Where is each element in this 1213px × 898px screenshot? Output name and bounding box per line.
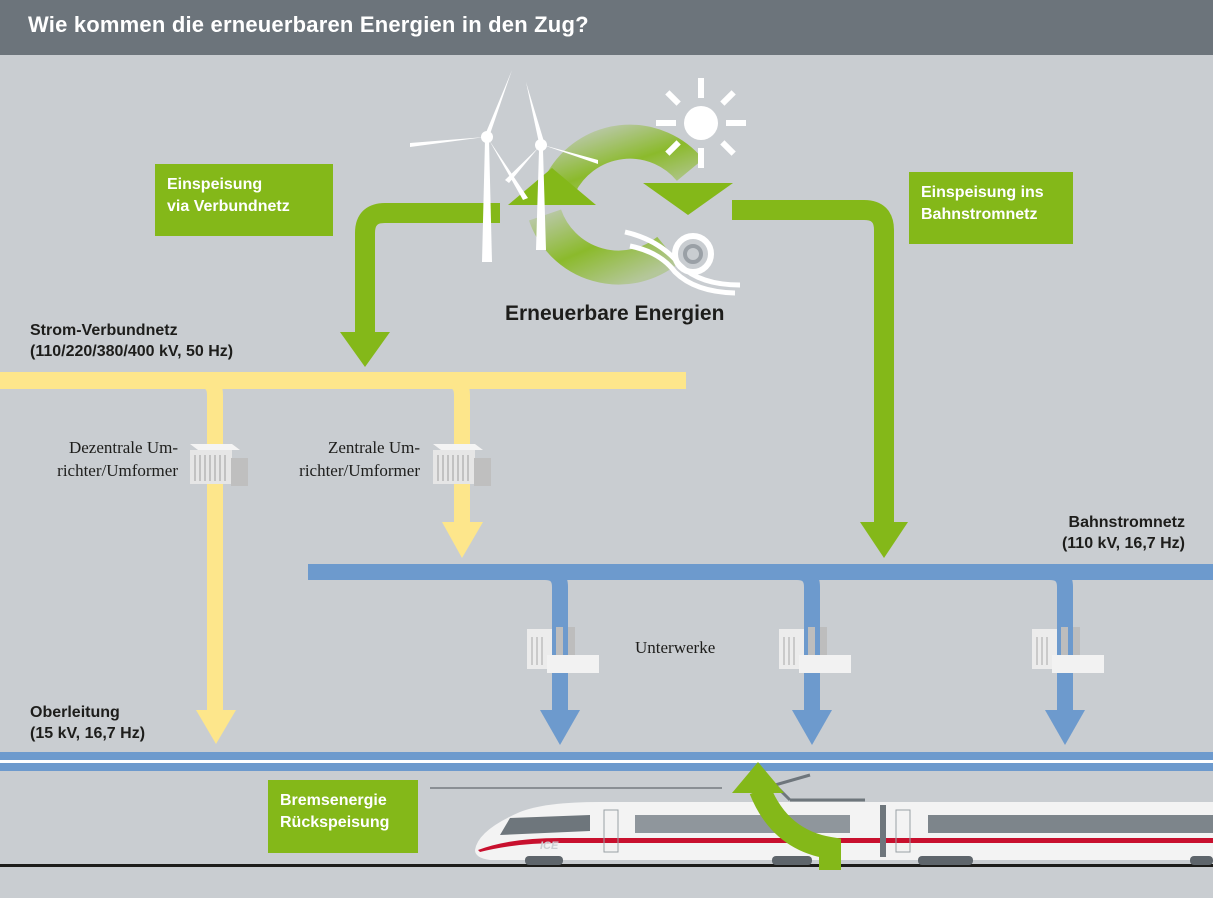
converter-line: richter/Umformer — [299, 461, 420, 480]
oberleitung-line — [0, 752, 1213, 771]
converter-label-zentral: Zentrale Um- richter/Umformer — [262, 436, 420, 482]
feed-box-line: Einspeisung — [167, 176, 263, 193]
converter-line: Dezentrale Um- — [68, 438, 178, 457]
converter-icon-dezentral — [190, 444, 248, 486]
converter-line: Zentrale Um- — [327, 438, 420, 457]
verbundnetz-line — [0, 372, 686, 744]
renewables-label: Erneuerbare Energien — [505, 302, 725, 325]
regen-arrow — [732, 762, 841, 870]
oberleitung-label: Oberleitung (15 kV, 16,7 Hz) — [30, 702, 145, 744]
feed-box-line: Bahnstromnetz — [921, 206, 1038, 223]
converter-icon-zentral — [433, 444, 491, 486]
sun-icon — [656, 78, 746, 168]
wind-turbine-icon — [410, 70, 598, 262]
cycle-arrows-icon — [508, 124, 733, 285]
bahnstromnetz-line — [308, 564, 1213, 745]
grid-name: Oberleitung — [30, 704, 120, 721]
substation-icon — [527, 627, 599, 673]
feed-arrow-verbundnetz — [340, 203, 500, 367]
converter-label-dezentral: Dezentrale Um- richter/Umformer — [20, 436, 178, 482]
feed-box-line: Einspeisung ins — [921, 184, 1044, 201]
grid-spec: (15 kV, 16,7 Hz) — [30, 725, 146, 742]
grid-name: Strom-Verbundnetz — [30, 322, 178, 339]
substation-icon — [1032, 627, 1104, 673]
train-logo: ICE — [540, 840, 559, 852]
feed-box-line: Rückspeisung — [280, 814, 390, 831]
page-title: Wie kommen die erneuerbaren Energien in … — [28, 12, 589, 37]
feed-box-line: Bremsenergie — [280, 792, 387, 809]
water-turbine-icon — [624, 229, 741, 296]
grid-spec: (110 kV, 16,7 Hz) — [1061, 535, 1185, 552]
ice-train-icon: ICE — [475, 773, 1213, 865]
header-bar: Wie kommen die erneuerbaren Energien in … — [0, 0, 1213, 55]
verbundnetz-label: Strom-Verbundnetz (110/220/380/400 kV, 5… — [30, 320, 233, 362]
rail-track — [0, 864, 1213, 867]
feed-box-line: via Verbundnetz — [167, 198, 290, 215]
converter-line: richter/Umformer — [57, 461, 178, 480]
bahnstromnetz-label: Bahnstromnetz (110 kV, 16,7 Hz) — [1062, 512, 1185, 554]
feed-box-bremsenergie: Bremsenergie Rückspeisung — [268, 780, 418, 853]
feed-box-verbundnetz: Einspeisung via Verbundnetz — [155, 164, 333, 236]
grid-name: Bahnstromnetz — [1068, 514, 1185, 531]
catenary-wire — [430, 787, 722, 789]
feed-arrow-bahnstromnetz — [732, 200, 908, 558]
substations-label: Unterwerke — [635, 638, 716, 657]
grid-spec: (110/220/380/400 kV, 50 Hz) — [30, 343, 234, 360]
feed-box-bahnstromnetz: Einspeisung ins Bahnstromnetz — [909, 172, 1073, 244]
substation-icon — [779, 627, 851, 673]
